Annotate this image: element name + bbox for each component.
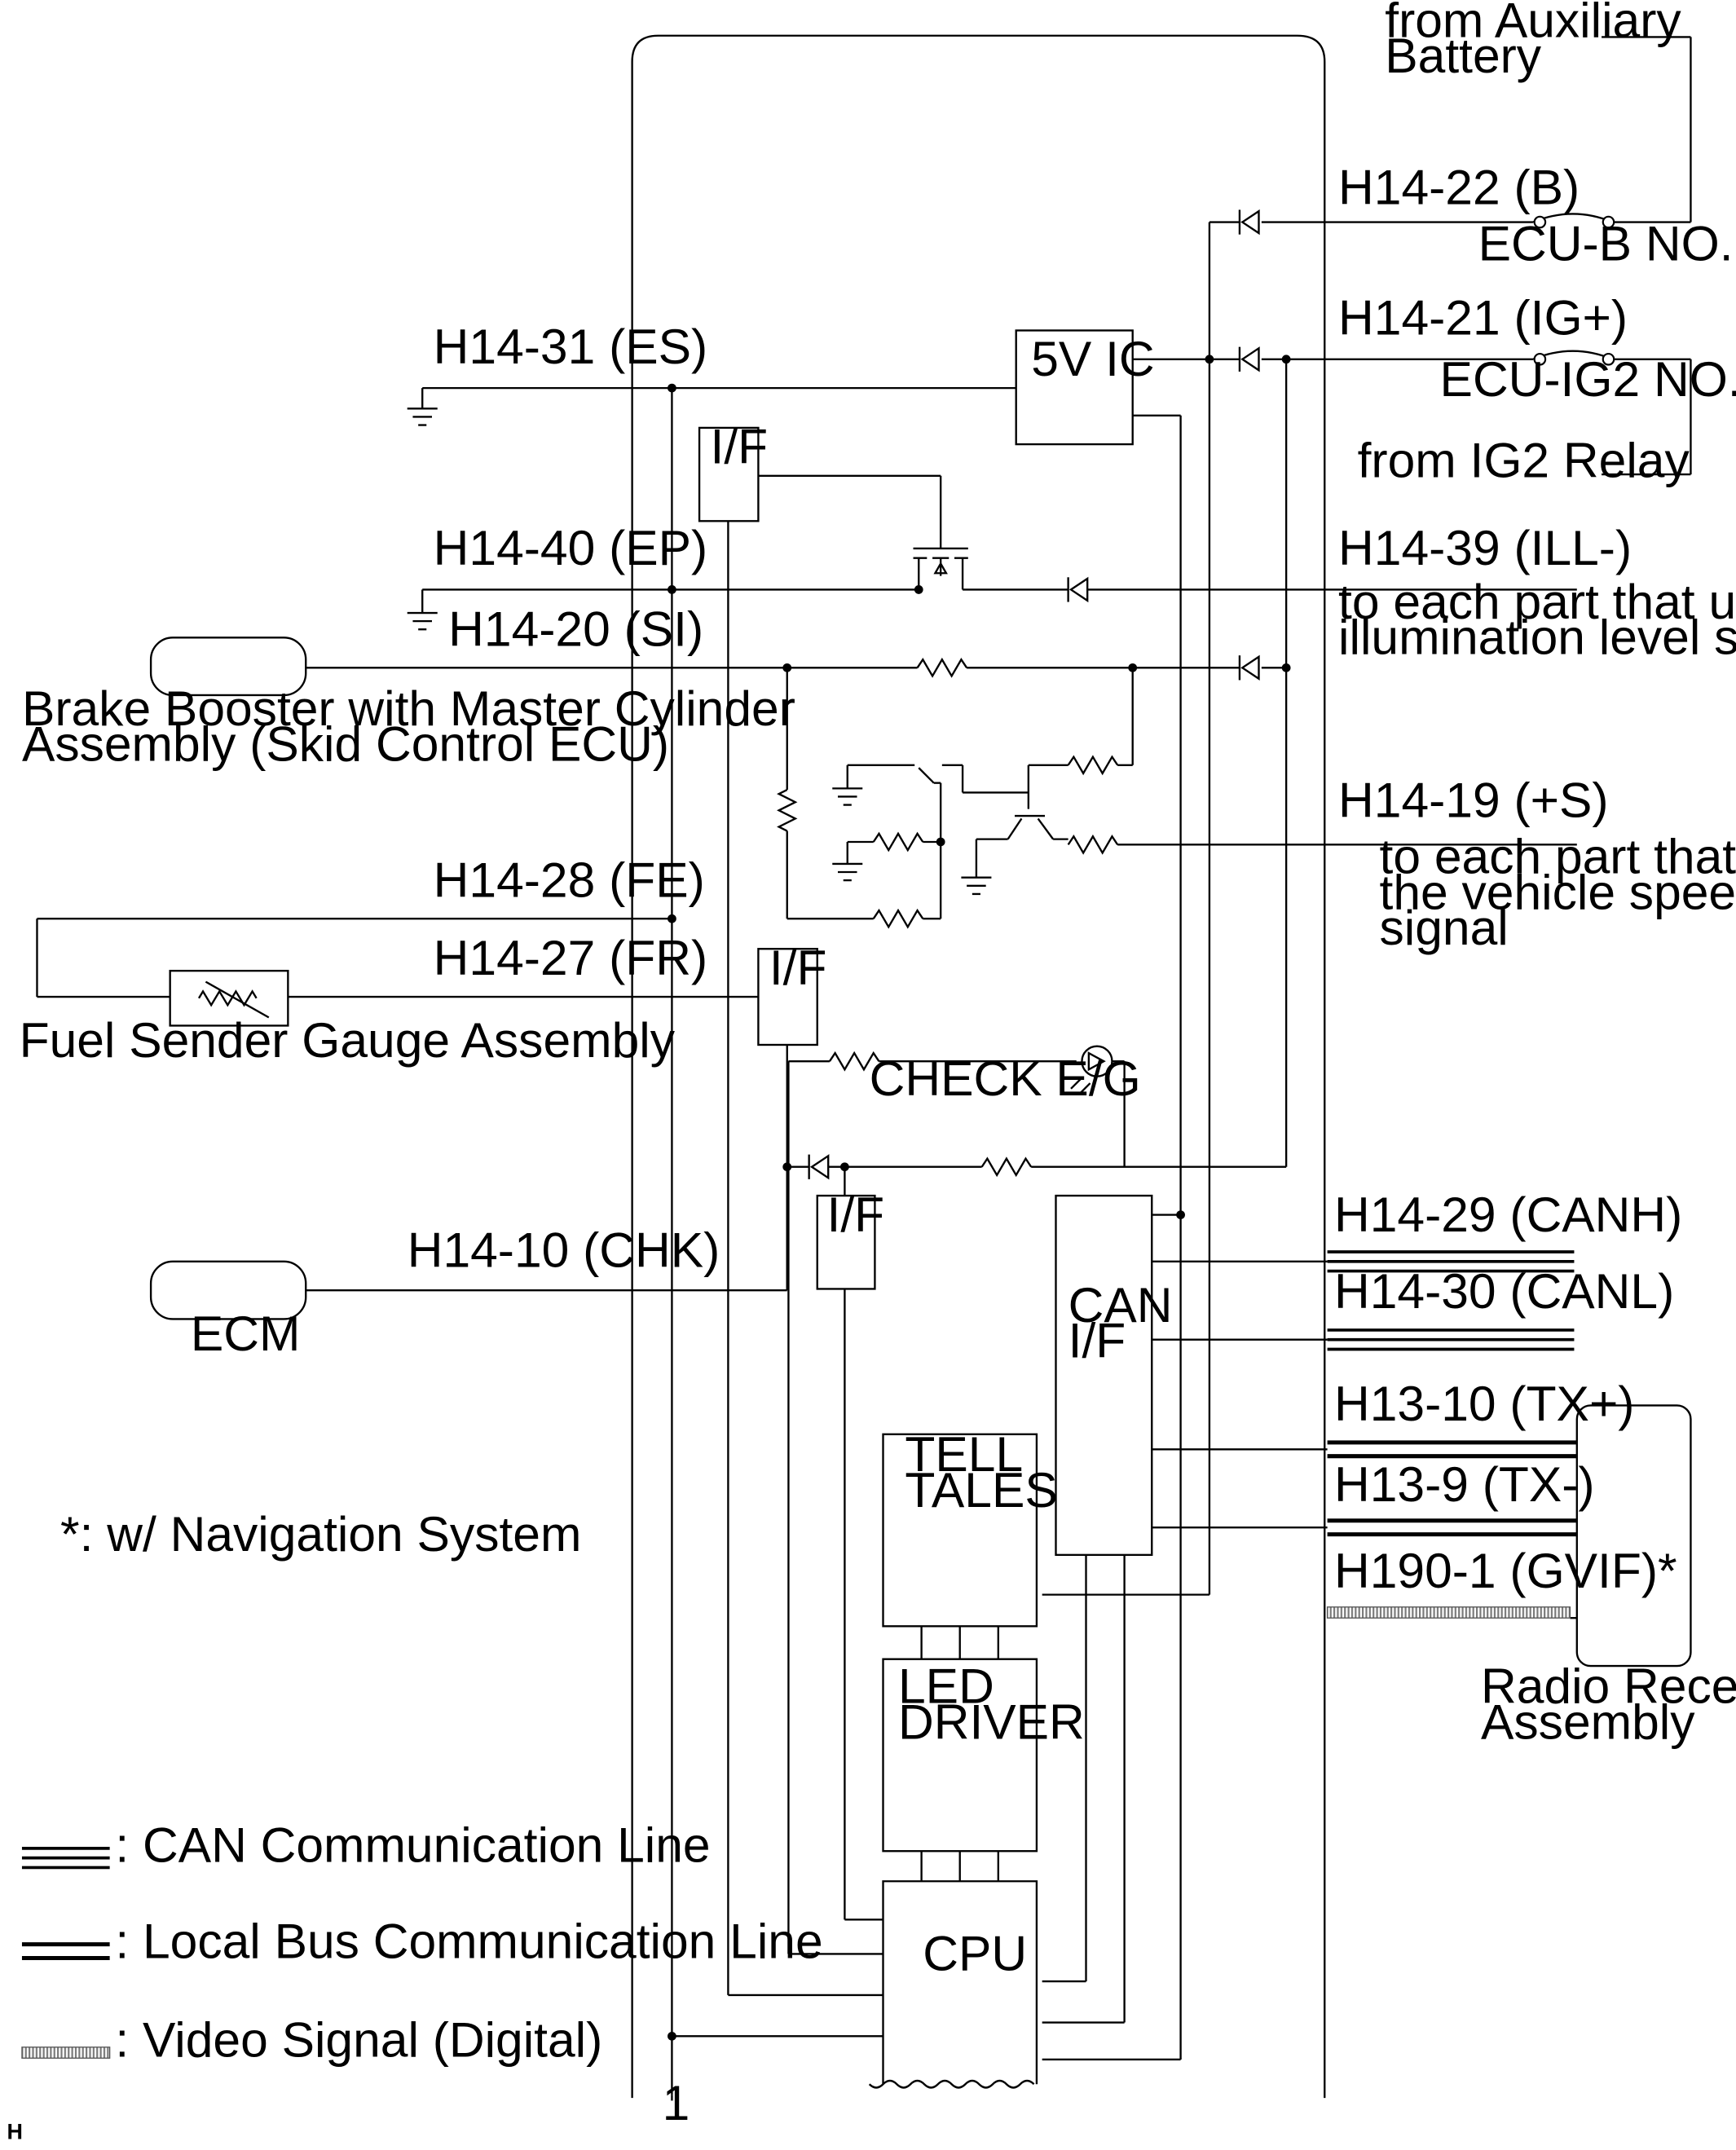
5v-ic-label: 5V IC xyxy=(1031,331,1154,386)
meter-assembly-outline xyxy=(631,34,1326,2099)
illumination-description: to each part that uses theillumination l… xyxy=(1338,574,1736,665)
legend-local-bus-sample xyxy=(21,1942,110,1960)
ground-icon xyxy=(961,876,992,896)
communication-lines xyxy=(1327,1250,1577,1537)
pin-h190-1: H190-1 (GVIF)* xyxy=(1334,1543,1677,1598)
fet-arrow-icon xyxy=(933,562,948,575)
can-line-l xyxy=(1327,1328,1575,1351)
fuse-ecu-b-label: ECU-B NO. 1 xyxy=(1478,216,1736,271)
radio-receiver-label: Radio ReceiverAssembly xyxy=(1481,1659,1736,1750)
legend-can-sample xyxy=(21,1847,110,1870)
pin-h14-31: H14-31 (ES) xyxy=(434,319,708,374)
pin-h14-30: H14-30 (CANL) xyxy=(1334,1263,1674,1319)
diodes xyxy=(808,209,1260,1180)
if-label-1: I/F xyxy=(711,419,769,474)
brake-booster-connector xyxy=(149,637,307,697)
fuel-sender-label: Fuel Sender Gauge Assembly xyxy=(20,1012,676,1068)
legend-video-sample xyxy=(21,2046,111,2059)
pin-h14-10: H14-10 (CHK) xyxy=(408,1223,720,1278)
if-block-3 xyxy=(816,1194,876,1290)
pin-h13-10: H13-10 (TX+) xyxy=(1334,1376,1634,1431)
ground-icon xyxy=(407,611,438,631)
check-eg-label: CHECK E/G xyxy=(870,1051,1141,1106)
led-icon xyxy=(1087,1051,1106,1072)
pin-h14-28: H14-28 (FE) xyxy=(434,852,705,907)
legend-local-bus-label: : Local Bus Communication Line xyxy=(115,1913,822,1968)
ground-icon xyxy=(832,862,863,882)
can-line-h xyxy=(1327,1250,1575,1273)
fuse-ecu-ig2-label: ECU-IG2 NO. 1 xyxy=(1440,351,1736,407)
video-signal-line xyxy=(1326,1606,1571,1619)
ground-symbols xyxy=(407,408,992,896)
fuses xyxy=(1533,215,1615,366)
if-label-2: I/F xyxy=(769,940,827,995)
diode-icon xyxy=(1068,576,1089,603)
can-if-block xyxy=(1055,1194,1153,1557)
pin-h14-29: H14-29 (CANH) xyxy=(1334,1187,1682,1242)
pin-h14-27: H14-27 (FR) xyxy=(434,930,707,985)
pin-h13-9: H13-9 (TX-) xyxy=(1334,1456,1595,1512)
legend-can-label: : CAN Communication Line xyxy=(115,1817,710,1873)
navigation-note: *: w/ Navigation System xyxy=(60,1506,581,1562)
local-bus-tx-plus xyxy=(1327,1440,1577,1459)
pin-h14-39: H14-39 (ILL-) xyxy=(1338,520,1632,575)
cpu-block xyxy=(882,1880,1038,2085)
ground-number: 1 xyxy=(663,2075,690,2130)
fuel-sender-block xyxy=(169,969,289,1027)
legend-samples xyxy=(21,1847,110,1960)
diode-icon xyxy=(1240,654,1260,681)
if-label-3: I/F xyxy=(827,1187,885,1242)
legend-video-label: : Video Signal (Digital) xyxy=(115,2012,602,2068)
local-bus-tx-minus xyxy=(1327,1518,1577,1537)
b-power-line xyxy=(1042,36,1692,1596)
cpu-label: CPU xyxy=(923,1926,1027,1981)
pin-h14-40: H14-40 (EP) xyxy=(434,520,708,575)
corner-mark: H xyxy=(7,2120,22,2144)
pin-h14-21: H14-21 (IG+) xyxy=(1338,290,1628,346)
fuse-icon xyxy=(1533,215,1547,229)
speed-description: to each part that usesthe vehicle speeds… xyxy=(1380,829,1736,955)
ecm-label: ECM xyxy=(191,1306,301,1361)
radio-receiver-block xyxy=(1575,1404,1692,1668)
diode-icon xyxy=(1240,346,1260,372)
junction-dots xyxy=(668,355,1291,2041)
ground-icon xyxy=(832,787,863,806)
ground-icon xyxy=(407,408,438,426)
diode-icon xyxy=(809,1154,830,1180)
pin-h14-20: H14-20 (SI) xyxy=(448,601,703,656)
ig2-relay-label: from IG2 Relay xyxy=(1358,432,1690,487)
diode-icon xyxy=(1240,209,1260,236)
pin-h14-22: H14-22 (B) xyxy=(1338,160,1580,215)
fuse-icon xyxy=(1533,352,1547,366)
pin-h14-19: H14-19 (+S) xyxy=(1338,773,1608,828)
